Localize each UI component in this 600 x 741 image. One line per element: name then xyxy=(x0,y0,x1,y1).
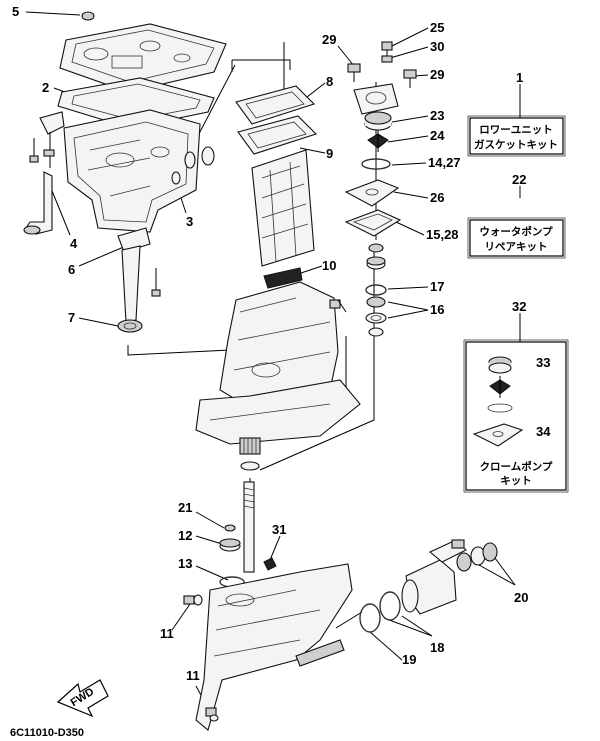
callout-29-left: 29 xyxy=(322,32,336,47)
kit-water-pump-repair: ウォータポンプ リペアキット xyxy=(467,217,566,259)
callout-3: 3 xyxy=(186,214,193,229)
callout-29-right: 29 xyxy=(430,67,444,82)
callout-14-27: 14,27 xyxy=(428,155,461,170)
callout-22: 22 xyxy=(512,172,526,187)
callout-30: 30 xyxy=(430,39,444,54)
callout-19: 19 xyxy=(402,652,416,667)
callout-23: 23 xyxy=(430,108,444,123)
callout-20: 20 xyxy=(514,590,528,605)
kit-label-line1: クロームポンプ xyxy=(480,460,553,473)
kit-label-line1: ウォータポンプ xyxy=(479,225,553,238)
callout-25: 25 xyxy=(430,20,444,35)
gearcase xyxy=(183,563,353,731)
callout-numbers: 5 2 4 6 7 3 8 9 10 29 25 30 29 23 24 14,… xyxy=(12,4,551,683)
midsection-gaskets xyxy=(235,85,318,267)
callout-9: 9 xyxy=(326,146,333,161)
drive-shaft-assembly xyxy=(219,437,277,588)
upper-casing-assembly xyxy=(57,11,227,233)
callout-34: 34 xyxy=(536,424,551,439)
callout-11-lower: 11 xyxy=(186,668,200,683)
kit-label-line2: リペアキット xyxy=(485,241,548,253)
callout-10: 10 xyxy=(322,258,336,273)
callout-12: 12 xyxy=(178,528,192,543)
callout-31: 31 xyxy=(272,522,286,537)
water-pump-parts xyxy=(344,41,417,337)
callout-17: 17 xyxy=(430,279,444,294)
fwd-arrow-icon: FWD xyxy=(56,679,109,718)
callout-6: 6 xyxy=(68,262,75,277)
callout-1: 1 xyxy=(516,70,523,85)
water-tube-assembly xyxy=(117,227,161,333)
kit-lower-unit-gasket: ロワーユニット ガスケットキット xyxy=(467,115,566,157)
callout-16: 16 xyxy=(430,302,444,317)
drawing-code: 6C11010-D350 xyxy=(10,727,84,739)
callout-18: 18 xyxy=(430,640,444,655)
kit-label-line2: ガスケットキット xyxy=(474,138,558,151)
callout-11-upper: 11 xyxy=(160,626,174,641)
callout-21: 21 xyxy=(178,500,192,515)
propeller-shaft-housing xyxy=(359,539,498,633)
callout-4: 4 xyxy=(70,236,78,251)
callout-32: 32 xyxy=(512,299,526,314)
shift-rod-bracket xyxy=(23,111,65,235)
callout-5: 5 xyxy=(12,4,19,19)
callout-26: 26 xyxy=(430,190,444,205)
callout-33: 33 xyxy=(536,355,550,370)
callout-15-28: 15,28 xyxy=(426,227,459,242)
lower-casing-upper xyxy=(195,267,361,445)
callout-24: 24 xyxy=(430,128,445,143)
kit-chrome-pump: クロームポンプ キット xyxy=(463,339,569,493)
kit-label-line1: ロワーユニット xyxy=(479,124,553,136)
kit-label-line2: キット xyxy=(500,475,532,487)
leader-lines xyxy=(25,11,534,709)
callout-7: 7 xyxy=(68,310,75,325)
callout-8: 8 xyxy=(326,74,333,89)
callout-2: 2 xyxy=(42,80,49,95)
callout-13: 13 xyxy=(178,556,192,571)
